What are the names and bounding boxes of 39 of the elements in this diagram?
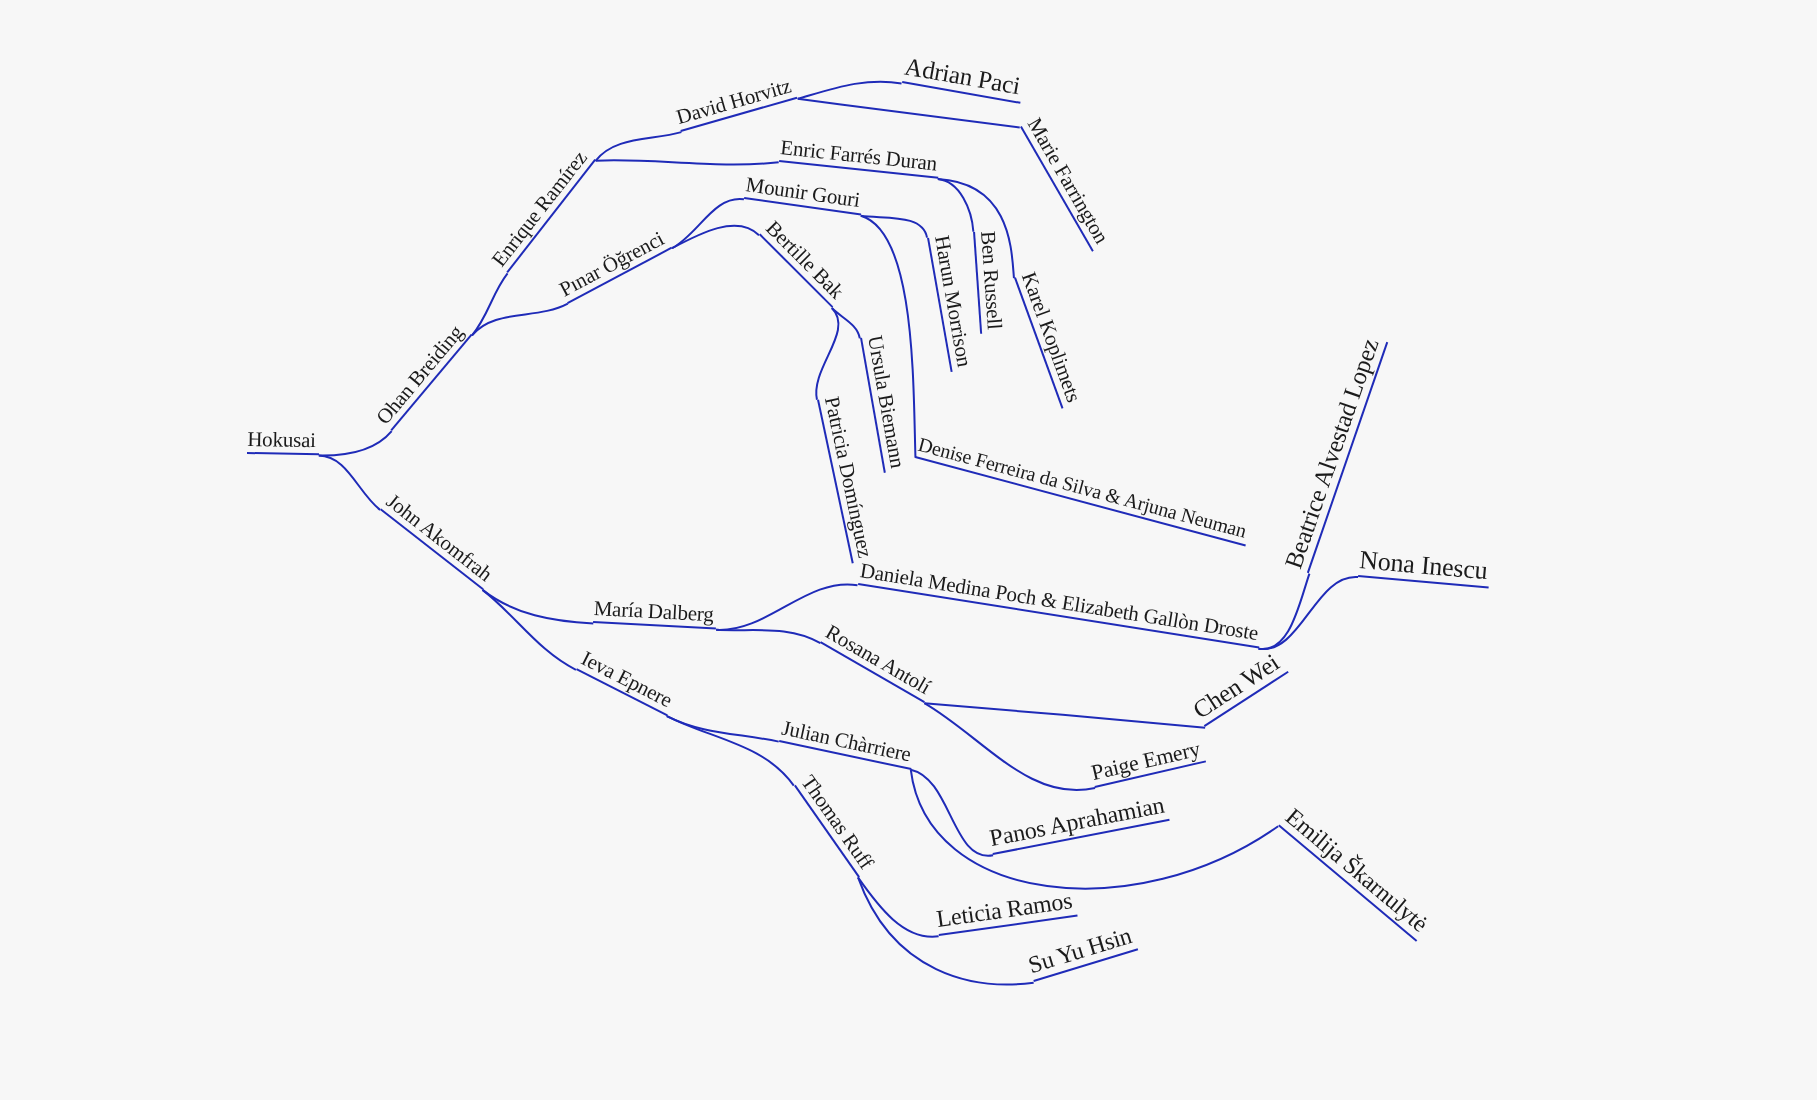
name-label: Nona Inescu	[1358, 545, 1492, 589]
name-label: Adrian Paci	[901, 53, 1025, 105]
branch-line	[481, 588, 577, 671]
branch-line	[830, 307, 861, 340]
name-label: Paige Emery	[1088, 736, 1206, 788]
branch-line	[796, 80, 903, 100]
name-label: Hokusai	[246, 428, 319, 456]
name-label: Panos Aprahamian	[987, 792, 1171, 856]
name-label: Ursula Biemann	[859, 333, 910, 474]
branch-line	[715, 628, 822, 645]
branch-line	[594, 131, 683, 162]
branch-line	[923, 702, 1207, 729]
name-label: Mounir Gouri	[743, 173, 865, 216]
name-label: Enric Farrés Duran	[778, 136, 941, 179]
name-label: Denise Ferreira da Silva & Arjuna Neuman	[915, 433, 1252, 547]
branch-line	[665, 715, 795, 787]
name-label: Julian Chàrriere	[778, 716, 916, 770]
branch-line	[317, 454, 382, 511]
branch-line	[909, 768, 1280, 890]
name-label: Leticia Ramos	[934, 887, 1077, 937]
branch-line	[857, 876, 1035, 986]
branch-line	[594, 159, 780, 166]
branch-line	[909, 768, 995, 857]
name-label: Chen Wei	[1188, 648, 1289, 728]
name-label: Patricia Domínguez	[816, 394, 878, 563]
branch-line	[796, 97, 1021, 129]
name-label: Ben Russell	[973, 229, 1007, 334]
branch-line	[1257, 576, 1360, 650]
branch-line	[471, 302, 569, 337]
name-label: Su Yu Hsin	[1025, 922, 1139, 983]
branch-line	[859, 214, 917, 459]
name-label: Harun Morrison	[927, 233, 977, 372]
branch-line	[671, 224, 760, 250]
branch-line	[857, 876, 940, 938]
name-label: María Dalberg	[593, 597, 718, 630]
branch-line	[923, 702, 1097, 792]
branch-line	[815, 307, 840, 401]
branch-line	[936, 177, 975, 233]
name-label: David Horvitz	[674, 73, 798, 133]
